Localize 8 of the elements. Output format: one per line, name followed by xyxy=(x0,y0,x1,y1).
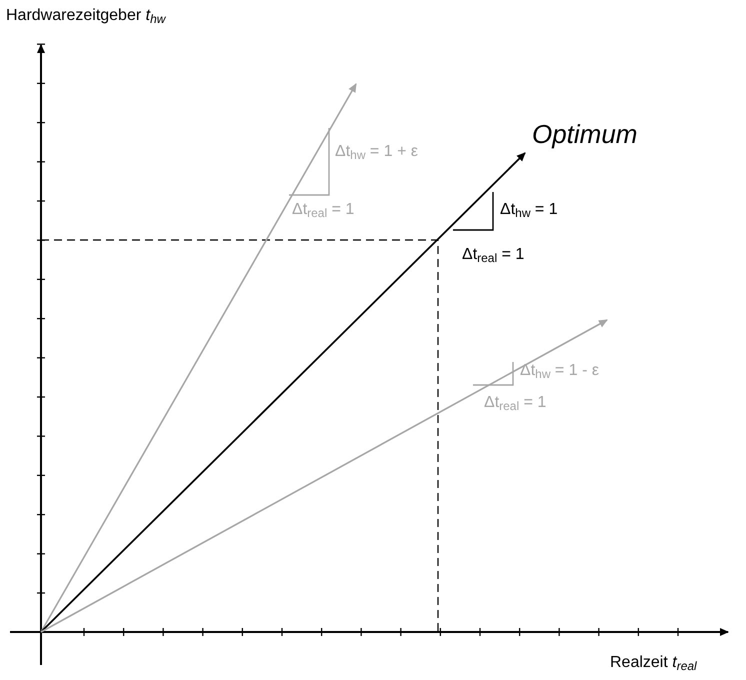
slope-label: Δt$_{hw}$ = 1 + ε xyxy=(335,142,418,162)
slope-label: Δt$_{real}$ = 1 xyxy=(292,200,354,220)
slope-label: Δt$_{hw}$ = 1 xyxy=(500,200,558,220)
slope-label: Δt$_{real}$ = 1 xyxy=(484,393,546,413)
axis-label: Hardwarezeitgeber t$_{hw}$ xyxy=(6,6,166,26)
line-label: Optimum xyxy=(532,118,638,150)
slope-label: Δt$_{real}$ = 1 xyxy=(462,245,524,265)
axis-label: Realzeit t$_{real}$ xyxy=(610,653,697,673)
